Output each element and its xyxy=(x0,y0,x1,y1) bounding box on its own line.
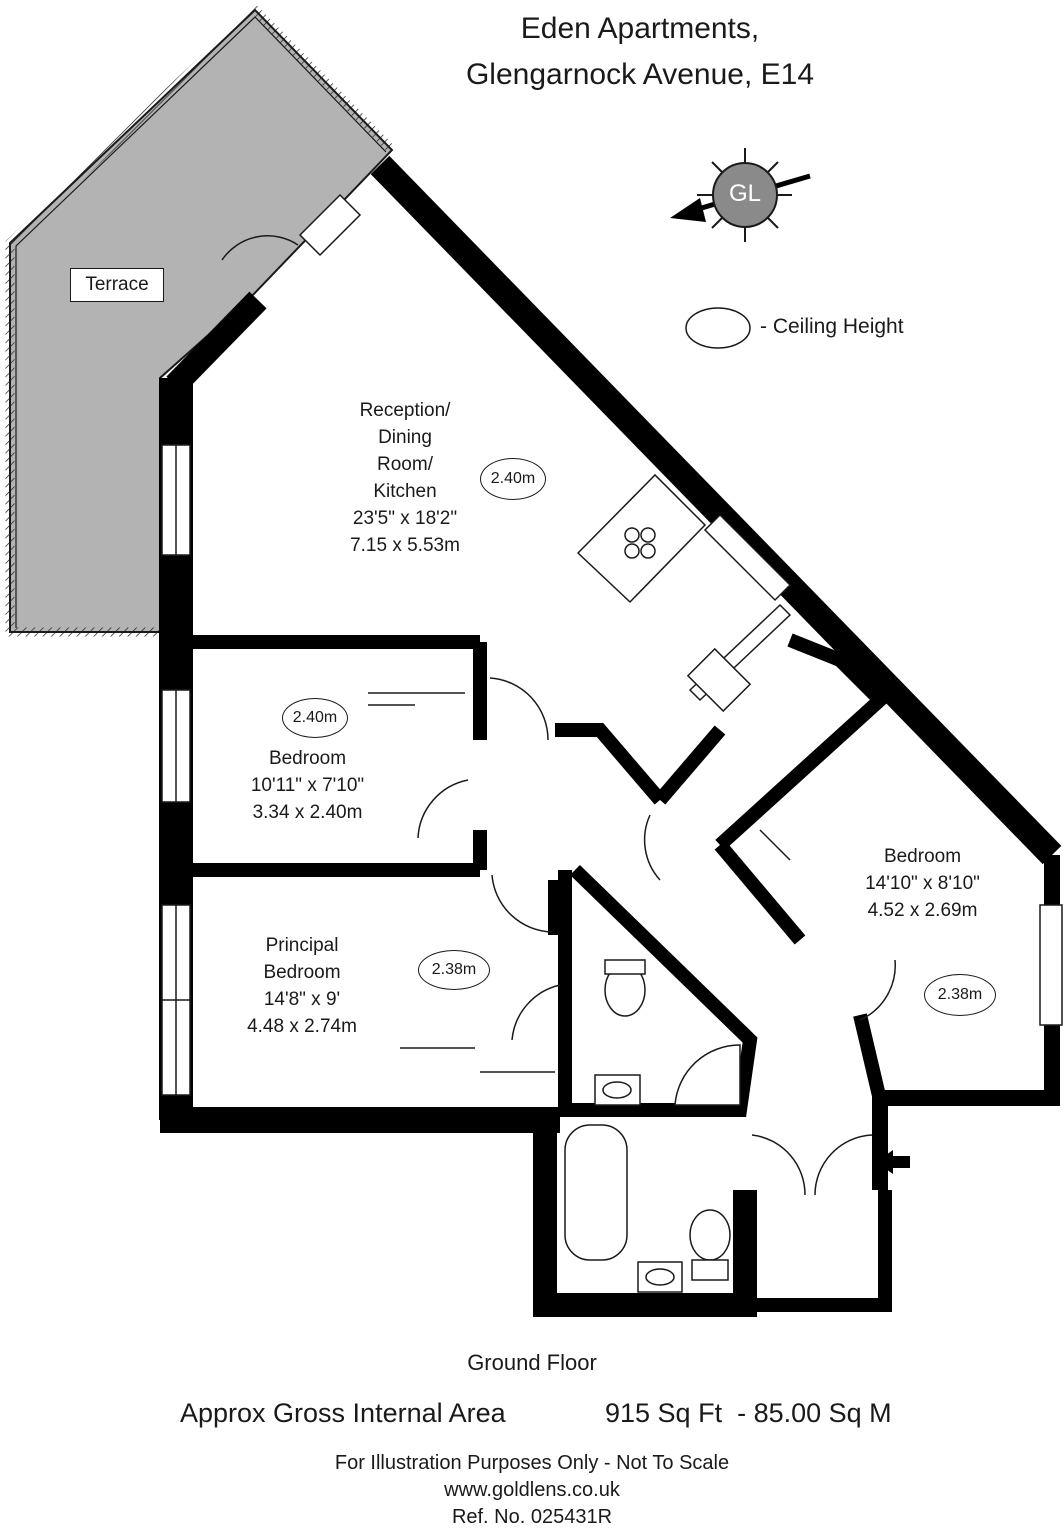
reception-imperial: 23'5" x 18'2" xyxy=(352,508,458,529)
principal-bedroom-label: Principal Bedroom 14'8" x 9' 4.48 x 2.74… xyxy=(222,932,382,1040)
bedroom2-ceiling-height: 2.38m xyxy=(924,974,996,1016)
compass-icon xyxy=(670,148,811,242)
floor-label: Ground Floor xyxy=(467,1350,597,1375)
interior-walls xyxy=(190,633,891,1117)
bedroom2-name: Bedroom xyxy=(883,846,962,867)
wardrobe-arrows xyxy=(368,692,791,1073)
plan-title-line1: Eden Apartments, xyxy=(520,12,760,45)
bedroom2-metric: 4.52 x 2.69m xyxy=(867,900,978,921)
bedroom1-ceiling-height: 2.40m xyxy=(282,698,348,738)
disclaimer-text: For Illustration Purposes Only - Not To … xyxy=(334,1452,730,1474)
terrace xyxy=(5,3,396,637)
reception-ceiling-height: 2.40m xyxy=(480,458,546,500)
bedroom2-label: Bedroom 14'10" x 8'10" 4.52 x 2.69m xyxy=(840,843,1005,924)
reception-name-1: Reception/ xyxy=(359,400,451,421)
bedroom1-metric: 3.34 x 2.40m xyxy=(252,802,363,823)
principal-metric: 4.48 x 2.74m xyxy=(247,1016,357,1037)
windows xyxy=(161,193,1063,1096)
reception-room-label: Reception/ Dining Room/ Kitchen 23'5" x … xyxy=(300,397,510,559)
disclaimer: For Illustration Purposes Only - Not To … xyxy=(282,1450,782,1531)
bedroom1-name: Bedroom xyxy=(268,748,347,769)
ceiling-height-legend-ellipse xyxy=(685,307,751,349)
bedroom1-imperial: 10'11" x 7'10" xyxy=(250,775,365,796)
area-label: Approx Gross Internal Area xyxy=(180,1398,506,1428)
principal-name-1: Principal xyxy=(265,935,339,956)
kitchen-units xyxy=(576,473,792,713)
reception-name-2: Dining xyxy=(378,427,432,448)
principal-imperial: 14'8" x 9' xyxy=(263,989,341,1010)
website-link[interactable]: www.goldlens.co.uk xyxy=(444,1479,620,1501)
door-swings xyxy=(221,235,896,1196)
area-value: 915 Sq Ft - 85.00 Sq M xyxy=(605,1398,892,1428)
compass-label: GL xyxy=(728,180,761,207)
principal-ceiling-height: 2.38m xyxy=(418,950,490,990)
principal-name-2: Bedroom xyxy=(263,962,341,983)
sanitary-fixtures xyxy=(564,959,741,1293)
reception-name-4: Kitchen xyxy=(373,481,437,502)
plan-title-line2: Glengarnock Avenue, E14 xyxy=(465,58,815,91)
ceiling-height-legend: - Ceiling Height xyxy=(760,315,904,338)
bedroom2-imperial: 14'10" x 8'10" xyxy=(865,873,980,894)
entrance-arrow xyxy=(876,1150,910,1174)
reception-metric: 7.15 x 5.53m xyxy=(350,535,460,556)
reception-name-3: Room/ xyxy=(377,454,433,475)
reference-number: Ref. No. 025431R xyxy=(451,1506,613,1528)
terrace-label: Terrace xyxy=(70,268,164,302)
bedroom1-label: Bedroom 10'11" x 7'10" 3.34 x 2.40m xyxy=(210,745,405,826)
